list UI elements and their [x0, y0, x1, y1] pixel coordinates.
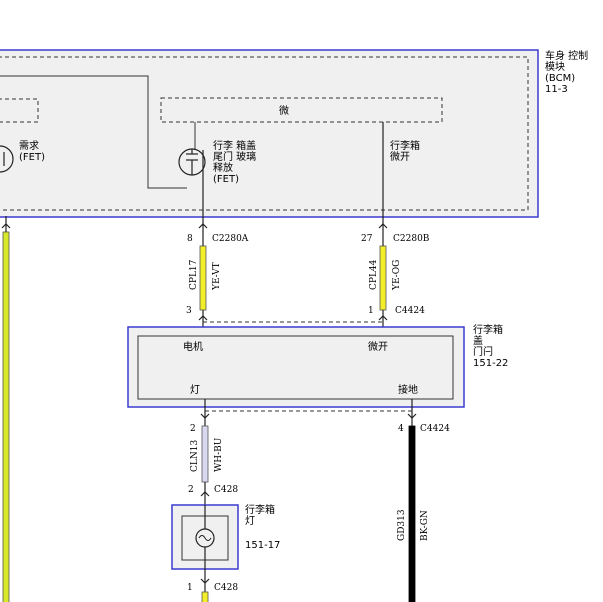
trunk-release-label-2: 尾门 玻璃 [213, 150, 256, 163]
connector-label: C4424 [420, 424, 450, 434]
bcm-module: 微 需求 (FET) 行李 箱盖 尾门 玻璃 释放 (FET) 行李箱 微开 车… [0, 49, 588, 224]
pin-label: 2 [188, 485, 194, 495]
color-label: YE-VT [212, 262, 222, 291]
bcm-micro-box [160, 97, 443, 123]
trunk-release-label-3: 释放 [213, 161, 233, 174]
connector-label: C428 [214, 485, 238, 495]
latch-inner-border [137, 335, 454, 400]
pin-label: 4 [398, 424, 404, 434]
wire-gd313: 4 C4424 GD313 BK-GN [397, 399, 450, 602]
wire-yellow-orange [379, 245, 387, 311]
bcm-name-1: 车身 控制 [545, 49, 588, 62]
bcm-micro-label: 微 [279, 104, 289, 117]
bcm-left-inner-box [0, 98, 39, 123]
circuit-label: GD313 [397, 509, 407, 541]
latch-name-1: 行李箱 [473, 323, 503, 336]
latch-outer-border [127, 326, 465, 408]
trunk-release-fet-icon [178, 148, 206, 224]
connector-arrow [378, 315, 388, 321]
wire-cpl44: 27 C2280B CPL44 YE-OG 1 C4424 [361, 223, 430, 336]
pin-label: 1 [368, 306, 374, 316]
demand-fet-icon [0, 145, 14, 173]
left-edge-wire [1, 216, 11, 602]
bcm-outer-border [0, 49, 539, 218]
pin-label: 3 [186, 306, 192, 316]
bcm-internal-wire [0, 75, 187, 189]
wire-cln13: 2 CLN13 WH-BU 2 C428 [188, 399, 238, 506]
circuit-label: CPL17 [189, 259, 199, 290]
trunk-ajar-label-1: 行李箱 [390, 139, 420, 152]
trunk-ajar-label-2: 微开 [390, 150, 410, 163]
pin-label: 1 [187, 583, 193, 593]
bcm-dashed-border [0, 56, 529, 211]
wire-black-green [408, 425, 416, 602]
connector-arrow [198, 315, 208, 321]
circuit-label: CPL44 [369, 259, 379, 290]
pin-label: 8 [187, 234, 193, 244]
latch-ground-label: 接地 [398, 383, 418, 396]
connector-arrow [200, 413, 210, 419]
demand-label-1: 需求 [19, 140, 39, 152]
lamp-page-ref: 151-17 [245, 540, 280, 551]
wire-white-blue [201, 425, 209, 483]
connector-label: C428 [214, 583, 238, 593]
latch-name-2: 盖 [473, 334, 483, 347]
latch-ajar-label: 微开 [368, 340, 388, 353]
trunk-latch-module: 电机 微开 灯 接地 行李箱 盖 门闩 151-22 [127, 323, 508, 408]
wire-cpl17: 8 C2280A CPL17 YE-VT 3 [186, 223, 249, 336]
pin-label: 27 [361, 234, 373, 244]
connector-label: C4424 [395, 306, 425, 316]
connector-label: C2280A [212, 234, 249, 244]
latch-name-3: 门闩 [473, 345, 493, 358]
connector-arrow [200, 578, 210, 584]
connector-label: C2280B [393, 234, 430, 244]
color-label: WH-BU [214, 437, 224, 472]
connector-arrow [200, 491, 210, 497]
bcm-name-2: 模块 [545, 61, 565, 73]
lamp-name-1: 行李箱 [245, 503, 275, 516]
bcm-name-3: (BCM) [545, 73, 575, 84]
demand-label-2: (FET) [19, 152, 45, 163]
latch-motor-label: 电机 [183, 340, 203, 353]
wire-yellow [201, 591, 209, 602]
connector-arrow [407, 413, 417, 419]
latch-page-ref: 151-22 [473, 358, 508, 369]
wire-yellow-violet [199, 245, 207, 311]
pin-label: 2 [190, 424, 196, 434]
color-label: BK-GN [420, 510, 430, 541]
latch-lamp-label: 灯 [190, 384, 200, 396]
wire-lamp-return: 1 C428 [187, 569, 238, 602]
lamp-name-2: 灯 [245, 515, 255, 527]
circuit-label: CLN13 [190, 440, 200, 472]
color-label: YE-OG [392, 260, 402, 291]
bcm-page-ref: 11-3 [545, 84, 568, 95]
trunk-release-label-1: 行李 箱盖 [213, 139, 256, 152]
trunk-release-label-4: (FET) [213, 174, 239, 185]
trunk-lamp: 行李箱 灯 151-17 [171, 503, 280, 570]
